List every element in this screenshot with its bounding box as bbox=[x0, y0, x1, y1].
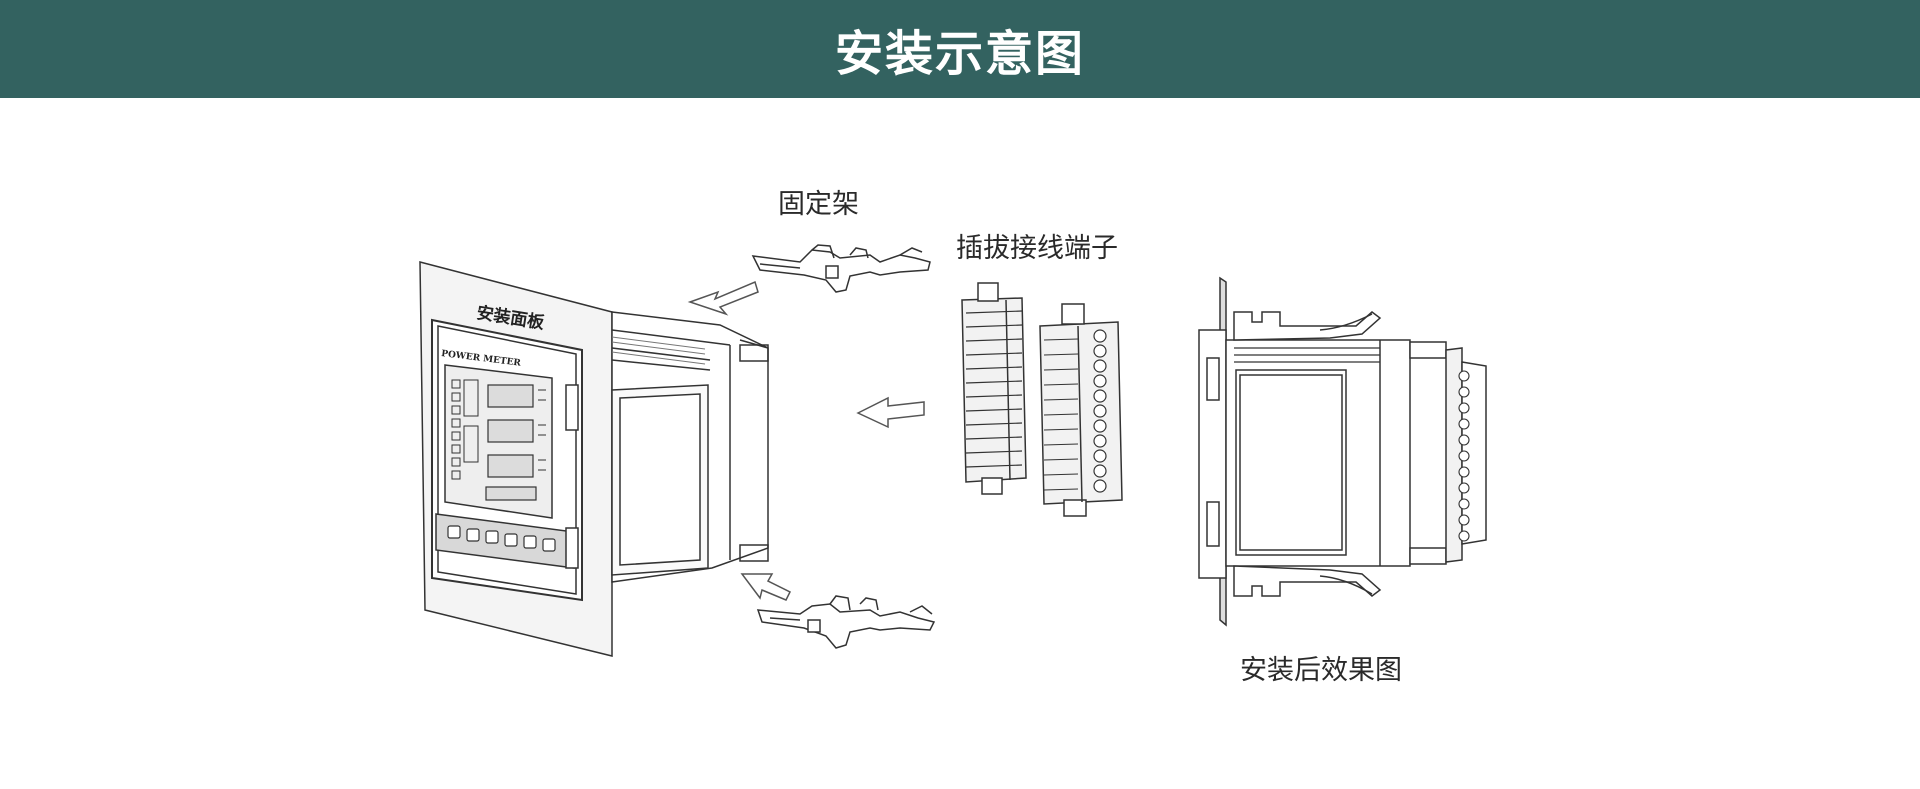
bottom-bracket bbox=[756, 595, 936, 649]
label-installed-result: 安装后效果图 bbox=[1240, 655, 1402, 686]
label-plug-terminal: 插拔接线端子 bbox=[956, 233, 1118, 264]
terminal-block-right bbox=[1039, 303, 1123, 517]
lcd-display bbox=[444, 364, 553, 519]
installed-meter bbox=[1198, 276, 1487, 627]
label-mounting-bracket: 固定架 bbox=[778, 189, 859, 220]
mounting-panel bbox=[419, 261, 613, 657]
button-strip bbox=[435, 513, 575, 569]
header-banner: 安装示意图 bbox=[0, 0, 1920, 98]
meter-housing bbox=[611, 311, 769, 583]
arrow-top bbox=[687, 280, 759, 316]
arrow-bottom bbox=[740, 573, 792, 601]
top-bracket bbox=[751, 244, 931, 293]
page-title: 安装示意图 bbox=[834, 26, 1085, 82]
terminal-block-left bbox=[961, 282, 1027, 495]
arrow-middle bbox=[856, 396, 925, 429]
